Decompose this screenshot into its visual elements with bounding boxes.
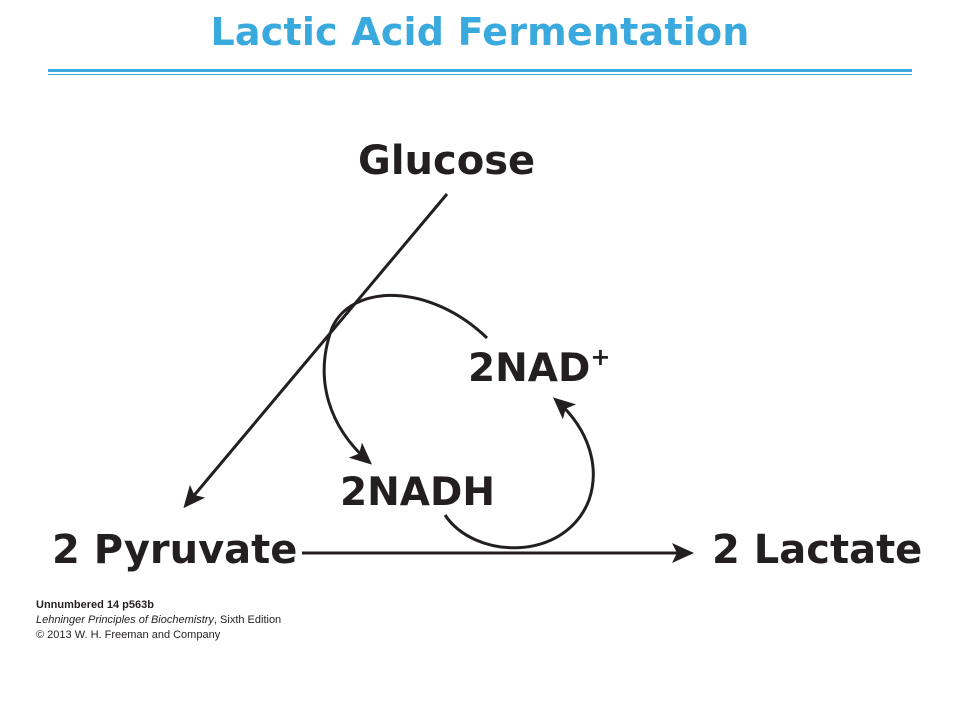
caption-copyright: © 2013 W. H. Freeman and Company: [36, 629, 221, 641]
caption-figure-id: Unnumbered 14 p563b: [36, 599, 154, 611]
caption-book-title: Lehninger Principles of Biochemistry: [36, 614, 214, 626]
lactate-label: 2 Lactate: [712, 527, 923, 573]
caption-edition: , Sixth Edition: [213, 614, 282, 626]
pyruvate-label: 2 Pyruvate: [52, 527, 298, 573]
glucose-to-pyruvate-arrow: [183, 193, 449, 509]
nad-charge: +: [590, 343, 611, 371]
nad-text: 2NAD: [468, 346, 591, 391]
figure-caption: Unnumbered 14 p563b Lehninger Principles…: [36, 598, 281, 643]
nad-to-nadh-arrow: [322, 293, 489, 465]
nadh-to-nad-arrow: [443, 397, 595, 550]
caption-source: Lehninger Principles of Biochemistry, Si…: [36, 613, 281, 628]
nad-label: 2NAD+: [468, 343, 611, 391]
slide-title: Lactic Acid Fermentation: [210, 10, 750, 54]
title-underline: [48, 69, 912, 72]
nadh-label: 2NADH: [340, 470, 495, 515]
title-underline-thin: [48, 74, 912, 75]
glucose-label: Glucose: [358, 138, 536, 184]
